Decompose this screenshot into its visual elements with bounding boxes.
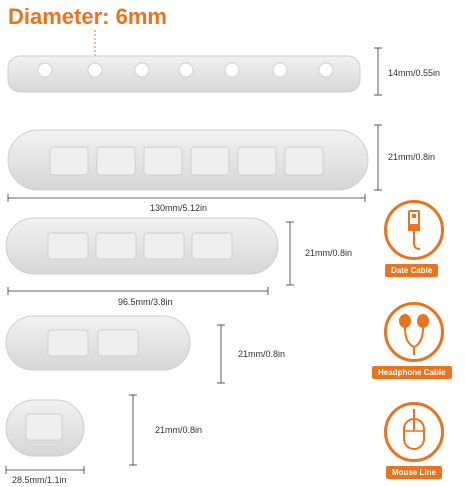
height-label-thin-seven-slot: 14mm/0.55in [388,68,441,78]
height-label-seven-slot: 21mm/0.8in [388,152,436,162]
one-slot-clip [5,399,85,457]
height-label-five-slot: 21mm/0.8in [305,248,353,258]
mouse-line-label: Mouse Line [386,466,443,479]
headphone-icon [384,302,444,362]
date-cable-label: Date Cable [385,264,439,277]
five-slot-clip [5,217,279,275]
headphone-cable-label: Headphone Cable [372,366,452,379]
height-label-one-slot: 21mm/0.8in [155,425,203,435]
seven-slot-clip [7,129,369,191]
thin-seven-slot-clip [7,55,361,93]
mouse-icon [384,402,444,462]
three-slot-clip [5,315,191,371]
height-label-three-slot: 21mm/0.8in [238,349,286,359]
usb-cable-icon [384,200,444,260]
length-label-seven-slot: 130mm/5.12in [150,203,208,213]
length-label-one-slot: 28.5mm/1.1in [12,475,67,485]
length-label-five-slot: 96.5mm/3.8in [118,297,173,307]
diameter-title: Diameter: 6mm [8,4,167,29]
